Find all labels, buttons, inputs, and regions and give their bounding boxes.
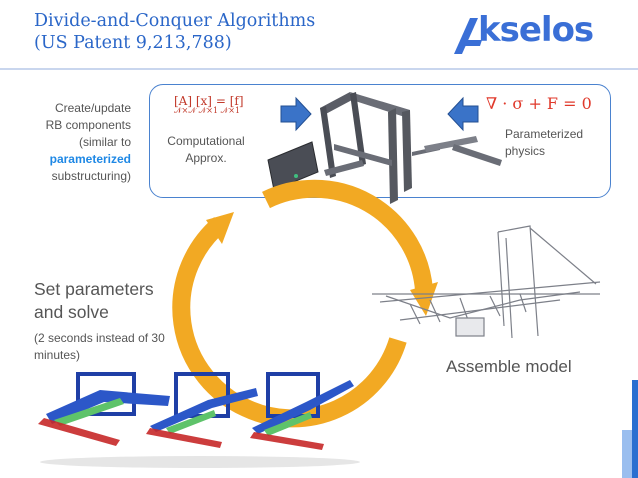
rb-component-girder bbox=[424, 136, 502, 166]
computational-approx-label: Computational Approx. bbox=[160, 133, 252, 167]
set-parameters-subtitle: (2 seconds instead of 30 minutes) bbox=[34, 330, 184, 364]
slide-title: Divide-and-Conquer Algorithms (US Patent… bbox=[34, 10, 315, 54]
param-line-2: physics bbox=[505, 144, 546, 158]
parameterized-physics-label: Parameterized physics bbox=[505, 126, 585, 160]
desc-line-3: (similar to bbox=[78, 135, 131, 149]
akselos-logo: kselos bbox=[452, 10, 612, 58]
left-arrow-icon bbox=[447, 96, 479, 132]
comp-line-1: Computational bbox=[167, 134, 245, 148]
vector-x: [x] bbox=[195, 94, 212, 108]
desc-line-2: RB components bbox=[45, 118, 131, 132]
solved-model-3 bbox=[250, 372, 354, 450]
dim-x: 𝒩×1 bbox=[198, 106, 219, 115]
desc-highlight: parameterized bbox=[49, 152, 131, 166]
matrix-equation: [A] [x] = [f] 𝒩×𝒩 𝒩×1 𝒩×1 bbox=[174, 94, 244, 116]
set-sub-line-2: minutes) bbox=[34, 348, 81, 362]
physics-equation: ∇ · σ + F = 0 bbox=[486, 94, 592, 113]
cycle-arrow-icon bbox=[172, 179, 438, 428]
comp-line-2: Approx. bbox=[185, 151, 227, 165]
corner-accent-light bbox=[622, 430, 632, 478]
solved-model-2 bbox=[146, 372, 258, 448]
corner-accent bbox=[632, 380, 638, 478]
models-shadow bbox=[40, 456, 360, 468]
set-params-line-1: Set parameters bbox=[34, 279, 154, 299]
title-line-2: (US Patent 9,213,788) bbox=[34, 33, 232, 53]
rb-component-plate bbox=[267, 141, 319, 191]
desc-line-5: substructuring) bbox=[51, 169, 131, 183]
param-line-1: Parameterized bbox=[505, 127, 584, 141]
vector-f: [f] bbox=[229, 94, 244, 108]
dim-a: 𝒩×𝒩 bbox=[174, 106, 197, 115]
dim-f: 𝒩×1 bbox=[220, 106, 241, 115]
matrix-a: [A] bbox=[174, 94, 193, 108]
rb-components-description: Create/update RB components (similar to … bbox=[20, 100, 131, 185]
set-sub-line-1: (2 seconds instead of 30 bbox=[34, 331, 165, 345]
matrix-dimensions: 𝒩×𝒩 𝒩×1 𝒩×1 bbox=[174, 106, 244, 116]
set-params-line-2: and solve bbox=[34, 302, 109, 322]
solved-model-1 bbox=[38, 372, 170, 446]
title-line-1: Divide-and-Conquer Algorithms bbox=[34, 11, 316, 31]
right-arrow-icon bbox=[280, 96, 312, 132]
logo-arrow-icon bbox=[454, 18, 482, 54]
desc-line-1: Create/update bbox=[54, 101, 131, 115]
set-parameters-label: Set parameters and solve bbox=[34, 278, 184, 324]
rb-component-frame-large bbox=[320, 92, 412, 204]
logo-text: kselos bbox=[478, 10, 594, 50]
assemble-model-label: Assemble model bbox=[446, 357, 572, 376]
header-divider bbox=[0, 68, 638, 70]
equals-sign: = bbox=[215, 94, 226, 108]
rb-components-panel bbox=[149, 84, 611, 198]
assembled-model bbox=[372, 225, 601, 339]
